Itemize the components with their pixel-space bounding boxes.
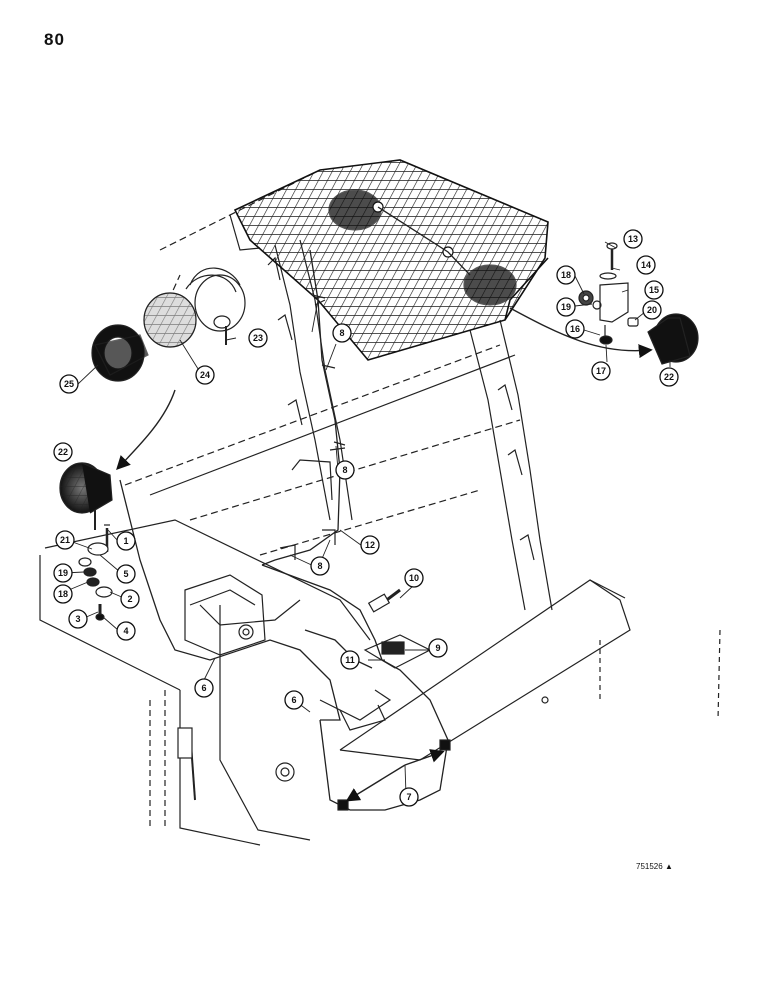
svg-text:1: 1 — [123, 536, 128, 546]
svg-text:15: 15 — [649, 285, 659, 295]
callout-8-mid: 8 — [335, 460, 355, 480]
svg-text:11: 11 — [345, 655, 355, 665]
callout-17: 17 — [591, 361, 611, 381]
mesh-roof-guard — [233, 159, 549, 361]
svg-text:10: 10 — [409, 573, 419, 583]
callout-6-upper: 6 — [194, 678, 214, 698]
lower-frame — [149, 689, 392, 830]
svg-text:8: 8 — [339, 328, 344, 338]
callout-14: 14 — [636, 255, 656, 275]
callout-22-left: 22 — [53, 442, 73, 462]
svg-text:18: 18 — [58, 589, 68, 599]
svg-text:12: 12 — [365, 540, 375, 550]
callout-21: 21 — [55, 530, 75, 550]
drawing-code: 751526 ▲ — [636, 862, 673, 871]
callout-24: 24 — [195, 365, 215, 385]
callout-18-left: 18 — [53, 584, 73, 604]
callout-1: 1 — [116, 531, 136, 551]
callout-9: 9 — [428, 638, 448, 658]
left-lamp-assembly — [59, 267, 246, 530]
svg-text:8: 8 — [317, 561, 322, 571]
callout-8-low: 8 — [310, 556, 330, 576]
callout-25: 25 — [59, 374, 79, 394]
svg-text:3: 3 — [75, 614, 80, 624]
callout-20: 20 — [642, 300, 662, 320]
detail-arrows — [116, 307, 653, 802]
svg-text:8: 8 — [342, 465, 347, 475]
left-mount-hardware — [78, 524, 113, 621]
connector-plugs — [337, 739, 451, 811]
callout-6-lower: 6 — [284, 690, 304, 710]
svg-text:22: 22 — [58, 447, 68, 457]
svg-text:4: 4 — [123, 626, 128, 636]
svg-text:7: 7 — [406, 792, 411, 802]
svg-text:16: 16 — [570, 324, 580, 334]
callout-19-left: 19 — [53, 563, 73, 583]
svg-text:19: 19 — [561, 302, 571, 312]
svg-text:5: 5 — [123, 569, 128, 579]
svg-text:2: 2 — [127, 594, 132, 604]
callout-11: 11 — [340, 650, 360, 670]
callout-16: 16 — [565, 319, 585, 339]
drawing-code-text: 751526 — [636, 862, 663, 871]
callout-18-right: 18 — [556, 265, 576, 285]
svg-text:25: 25 — [64, 379, 74, 389]
callout-13: 13 — [623, 229, 643, 249]
svg-text:20: 20 — [647, 305, 657, 315]
svg-text:22: 22 — [664, 372, 674, 382]
svg-text:17: 17 — [596, 366, 606, 376]
svg-text:19: 19 — [58, 568, 68, 578]
callout-19-right: 19 — [556, 297, 576, 317]
callout-12: 12 — [360, 535, 380, 555]
callout-15: 15 — [644, 280, 664, 300]
callout-3: 3 — [68, 609, 88, 629]
svg-text:14: 14 — [641, 260, 651, 270]
svg-text:9: 9 — [435, 643, 440, 653]
svg-text:21: 21 — [60, 535, 70, 545]
callout-10: 10 — [404, 568, 424, 588]
callout-7: 7 — [399, 787, 419, 807]
callout-2: 2 — [120, 589, 140, 609]
harness-clips — [279, 294, 346, 560]
callout-4: 4 — [116, 621, 136, 641]
svg-text:23: 23 — [253, 333, 263, 343]
svg-text:6: 6 — [201, 683, 206, 693]
svg-text:6: 6 — [291, 695, 296, 705]
callout-22-right: 22 — [659, 367, 679, 387]
right-rear-post — [469, 319, 553, 611]
cross-bar — [339, 579, 721, 761]
switch-assembly — [363, 588, 432, 669]
callout-23: 23 — [248, 328, 268, 348]
triangle-icon: ▲ — [664, 862, 673, 871]
callout-5: 5 — [116, 564, 136, 584]
page-number: 80 — [44, 30, 65, 49]
svg-text:24: 24 — [200, 370, 210, 380]
svg-text:13: 13 — [628, 234, 638, 244]
callout-8-top: 8 — [332, 323, 352, 343]
callouts: 13 14 15 18 19 20 16 17 22 8 8 8 12 10 9… — [53, 229, 679, 807]
lamp-bracket-left — [39, 519, 371, 846]
svg-text:18: 18 — [561, 270, 571, 280]
